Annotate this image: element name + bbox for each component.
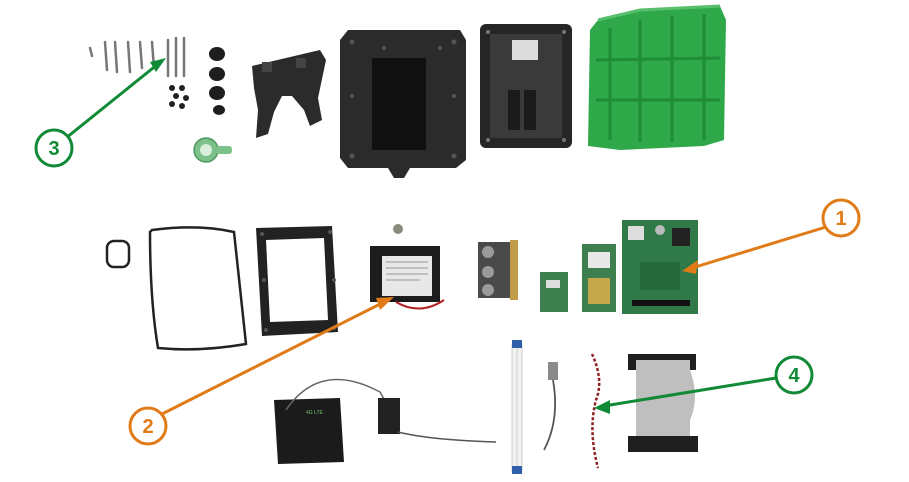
radio-module-pcb: [582, 244, 616, 312]
callout-4: 4: [594, 355, 814, 414]
enclosure-lid-black: [340, 30, 466, 178]
coax-pigtail: [543, 362, 558, 451]
small-gasket: [105, 239, 131, 269]
rubber-caps-group: [209, 47, 225, 115]
sensor-connector: [478, 240, 518, 300]
callout-label: 4: [788, 365, 800, 387]
ribbon-cable: [628, 354, 698, 452]
antenna-with-cable: 4G LTE: [274, 378, 497, 464]
antenna-label: 4G LTE: [306, 410, 324, 416]
enclosure-base-black: [480, 24, 572, 148]
nuts-group: [169, 85, 189, 109]
battery-pack: [370, 246, 445, 310]
screws-group: [88, 36, 186, 78]
large-gasket: [148, 226, 248, 351]
flat-flex-cable: [511, 340, 523, 474]
callout-3: 3: [34, 58, 166, 168]
green-tag: [193, 137, 232, 163]
callout-label: 3: [48, 138, 59, 160]
main-pcb: [622, 220, 698, 314]
callout-label: 1: [835, 208, 846, 230]
callout-1: 1: [682, 198, 861, 274]
enclosure-shell-green: [588, 4, 726, 150]
small-pcb: [540, 272, 568, 312]
frame-gasket: [256, 226, 338, 336]
mounting-bracket: [252, 50, 326, 138]
callout-label: 2: [142, 416, 153, 438]
coin-cell: [393, 224, 403, 234]
twisted-wire: [590, 353, 601, 469]
callout-2: 2: [128, 297, 394, 446]
